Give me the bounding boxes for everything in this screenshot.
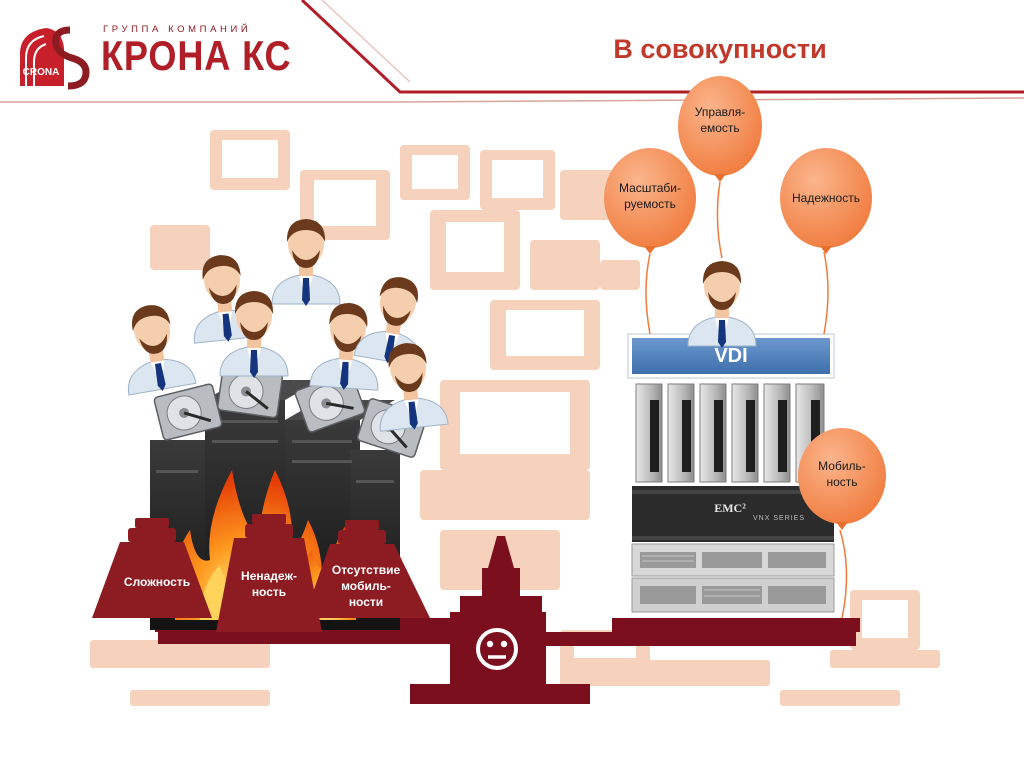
neutral-face-icon — [476, 628, 518, 670]
page-title: В совокупности — [613, 34, 827, 64]
weight-complexity-label: Сложность — [123, 575, 191, 589]
weight-unreliability-label: Ненадеж- ность — [241, 569, 297, 600]
storage-brand: EMC² — [714, 501, 746, 515]
company-tagline: ГРУППА КОМПАНИЙ — [103, 24, 252, 35]
balloon-reliability-label: Надежность — [792, 191, 860, 205]
balloon-mobility-label: Мобиль- ность — [818, 459, 866, 490]
logo-small-text: CRONA — [22, 67, 60, 78]
company-name: КРОНА КС — [101, 32, 292, 79]
weight-no-mobility-label: Отсутствие мобиль- ности — [331, 563, 401, 610]
vdi-platform-label: VDI — [714, 345, 748, 367]
balloon-scalability-label: Масштаби- руемость — [618, 181, 682, 212]
logo-mark-icon — [20, 26, 90, 90]
balloon-manageability-label: Управля- емость — [694, 105, 746, 136]
storage-series: VNX SERIES — [752, 515, 805, 522]
